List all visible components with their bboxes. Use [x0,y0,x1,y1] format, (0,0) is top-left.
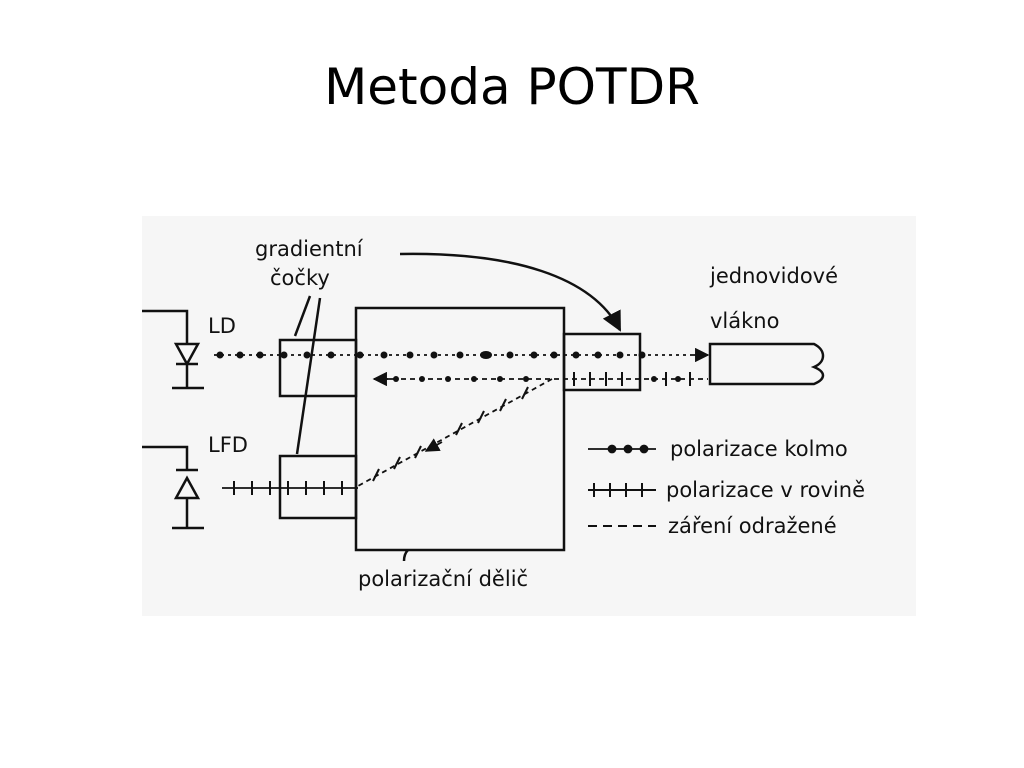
label-splitter: polarizační dělič [358,567,528,591]
slide-title: Metoda POTDR [324,58,700,116]
label-ld: LD [208,314,236,338]
lens-lfd [278,454,358,520]
lens-fiber [562,332,642,392]
label-fiber-1: jednovidové [709,264,838,288]
lfd-diode [173,475,201,500]
label-gradient-lenses-1: gradientní [255,237,364,261]
legend-crosses-sample [588,483,656,497]
legend-label-in-plane: polarizace v rovině [666,478,865,502]
lens-ld [278,338,358,398]
legend-dots-sample [588,444,656,454]
ld-diode [173,342,201,367]
leader-splitter [402,549,409,562]
label-gradient-lenses-2: čočky [270,266,330,290]
polarization-splitter [354,306,566,552]
potdr-diagram: gradientní čočky LD LFD jednovidové vlák… [142,237,865,591]
label-lfd: LFD [208,433,248,457]
legend-label-perpendicular: polarizace kolmo [670,437,848,461]
single-mode-fiber [708,342,825,386]
ld-wire [142,309,189,344]
leader-lens-lfd [295,297,322,455]
leader-fiber-lens [399,252,622,332]
leader-lens-ld [293,295,312,337]
label-fiber-2: vlákno [710,309,779,333]
legend-label-reflected: záření odražené [668,514,837,538]
lfd-wire [142,445,189,470]
diagram-panel: gradientní čočky LD LFD jednovidové vlák… [142,216,916,616]
